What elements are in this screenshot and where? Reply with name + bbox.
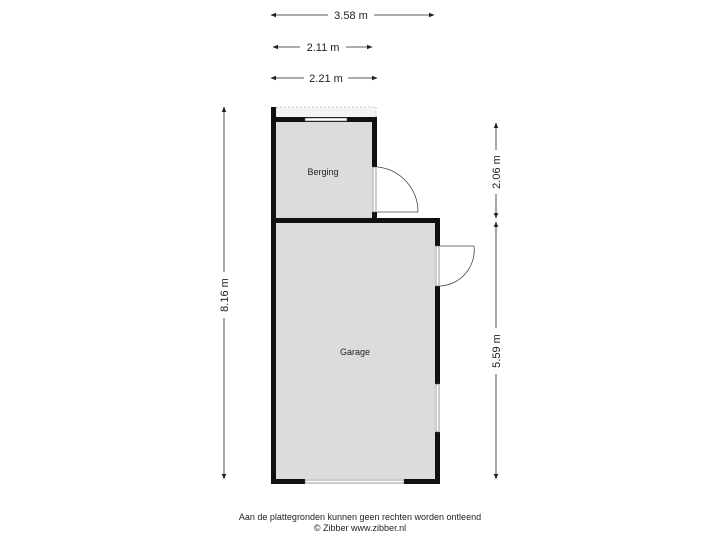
- dimension-top-total: 3.58 m: [270, 10, 435, 22]
- dimension-top-berging-inner: 2.11 m: [272, 42, 373, 54]
- berging-floor: [276, 122, 372, 218]
- dimension-top-total-label: 3.58 m: [334, 10, 368, 22]
- garage-side-door: [435, 245, 475, 287]
- dimension-left-total: 8.16 m: [219, 106, 231, 480]
- dimension-right-lower: 5.59 m: [491, 221, 503, 480]
- dimension-left-total-label: 8.16 m: [219, 278, 231, 312]
- room-label-garage: Garage: [340, 347, 370, 357]
- garage-door: [304, 479, 405, 484]
- dimension-top-berging-outer: 2.21 m: [270, 73, 378, 85]
- berging-window: [304, 117, 348, 122]
- roof-overhang: [275, 106, 377, 119]
- garage-window: [435, 383, 440, 433]
- footer-disclaimer: Aan de plattegronden kunnen geen rechten…: [238, 512, 482, 522]
- dimension-right-lower-label: 5.59 m: [491, 334, 503, 368]
- footer-credit: © Zibber www.zibber.nl: [313, 523, 407, 533]
- dimension-top-berging-inner-label: 2.11 m: [307, 42, 340, 54]
- room-label-berging: Berging: [307, 167, 338, 177]
- dimension-top-berging-outer-label: 2.21 m: [309, 73, 343, 85]
- dimension-right-upper: 2.06 m: [491, 122, 503, 219]
- dimension-right-upper-label: 2.06 m: [491, 155, 503, 189]
- garage-floor: [276, 223, 435, 479]
- berging-door: [372, 166, 419, 213]
